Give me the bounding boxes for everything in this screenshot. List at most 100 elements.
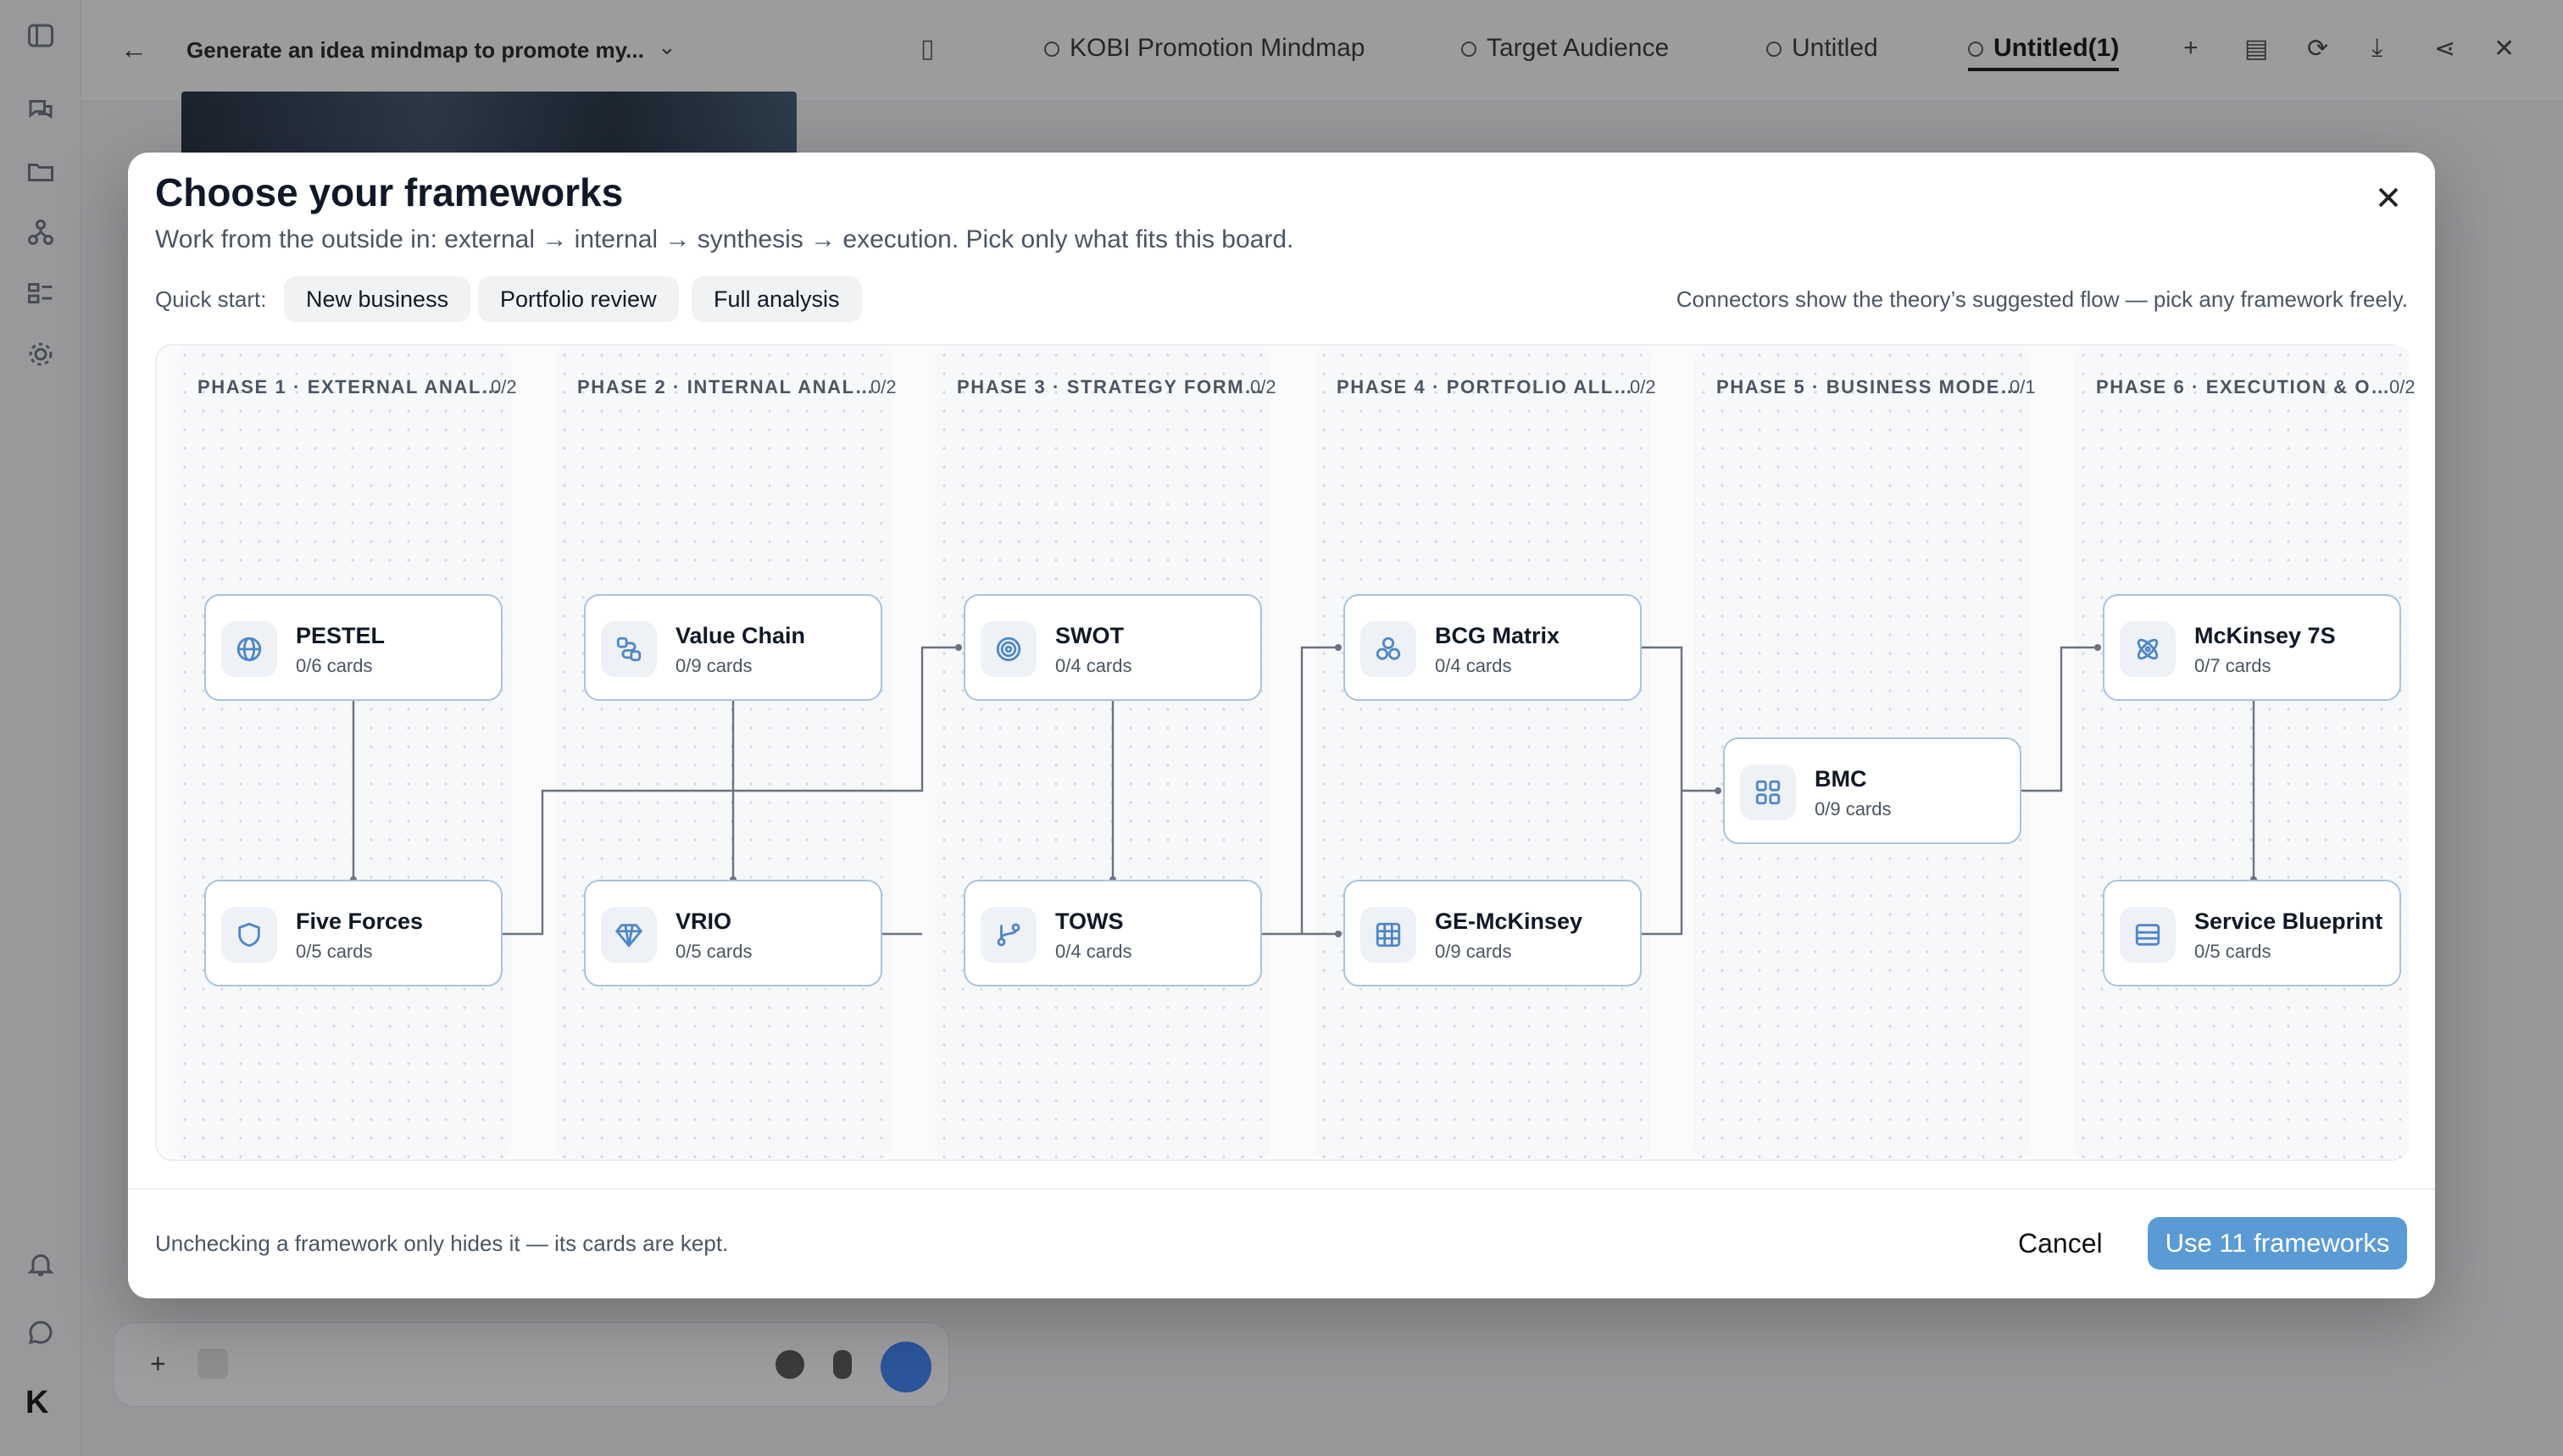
globe-icon[interactable] <box>776 1350 804 1379</box>
phase-header: PHASE 2 · INTERNAL ANAL…0/2 <box>577 376 897 397</box>
card-count: 0/5 cards <box>2194 941 2271 962</box>
framework-card-tows[interactable]: TOWS 0/4 cards <box>964 880 1262 986</box>
framework-name: TOWS <box>1055 909 1124 934</box>
framework-card-service-blueprint[interactable]: Service Blueprint 0/5 cards <box>2103 880 2401 986</box>
framework-name: PESTEL <box>296 623 386 648</box>
framework-name: McKinsey 7S <box>2194 623 2336 648</box>
tab-kobi-promotion[interactable]: KOBI Promotion Mindmap <box>1044 34 1365 63</box>
trash-icon[interactable]: ▤ <box>2244 35 2269 63</box>
framework-name: Service Blueprint <box>2194 909 2383 934</box>
mindmap-icon[interactable] <box>22 214 59 251</box>
back-arrow-icon[interactable]: ← <box>120 34 147 64</box>
connector-hint: Connectors show the theory’s suggested f… <box>1676 286 2408 312</box>
framework-card-bmc[interactable]: BMC 0/9 cards <box>1723 737 2021 844</box>
layout-grid-icon <box>1740 764 1796 820</box>
grid-icon <box>1360 907 1416 963</box>
atom-icon <box>2120 621 2176 677</box>
footer-divider <box>128 1188 2435 1190</box>
share-icon[interactable]: ⋖ <box>2434 35 2456 63</box>
phase-column <box>1315 346 1650 1159</box>
microphone-icon[interactable] <box>833 1350 852 1379</box>
mindmap-icon <box>1044 42 1059 58</box>
framework-card-value-chain[interactable]: Value Chain 0/9 cards <box>584 594 882 701</box>
card-count: 0/5 cards <box>296 941 373 962</box>
tab-target-audience[interactable]: Target Audience <box>1461 34 1669 63</box>
dialog-title: Choose your frameworks <box>155 170 624 214</box>
framework-name: Five Forces <box>296 909 424 934</box>
document-icon[interactable]: ▯ <box>920 35 935 63</box>
quick-start-portfolio-review[interactable]: Portfolio review <box>478 276 679 322</box>
card-count: 0/6 cards <box>296 655 373 676</box>
framework-card-vrio[interactable]: VRIO 0/5 cards <box>584 880 882 986</box>
app-logo: K <box>25 1385 49 1420</box>
settings-icon[interactable] <box>22 336 59 373</box>
phase-header: PHASE 6 · EXECUTION & O…0/2 <box>2096 376 2416 397</box>
chat-input-box[interactable]: + <box>114 1322 949 1407</box>
card-count: 0/9 cards <box>675 655 753 676</box>
gem-icon <box>601 907 657 963</box>
phase-column <box>2074 346 2410 1159</box>
attachment-icon[interactable] <box>197 1348 228 1379</box>
framework-name: BMC <box>1815 766 1867 792</box>
card-count: 0/9 cards <box>1815 798 1892 820</box>
close-icon[interactable] <box>2369 178 2408 217</box>
card-count: 0/4 cards <box>1055 655 1132 676</box>
phase-header: PHASE 4 · PORTFOLIO ALL…0/2 <box>1337 376 1656 397</box>
chat-title[interactable]: Generate an idea mindmap to promote my..… <box>186 37 644 63</box>
card-count: 0/7 cards <box>2194 655 2271 676</box>
framework-name: BCG Matrix <box>1435 623 1560 648</box>
phase-header: PHASE 1 · EXTERNAL ANAL…0/2 <box>197 376 517 397</box>
shield-icon <box>221 907 277 963</box>
left-sidebar: K <box>0 0 81 1456</box>
phase-column <box>555 346 891 1159</box>
route-icon <box>601 621 657 677</box>
add-tab-icon[interactable]: + <box>2183 34 2199 62</box>
table-icon <box>2120 907 2176 963</box>
target-icon <box>981 621 1037 677</box>
circles-icon <box>1360 621 1416 677</box>
chat-icon[interactable] <box>22 92 59 129</box>
phase-column <box>935 346 1270 1159</box>
phase-column <box>175 346 511 1159</box>
folder-icon[interactable] <box>22 153 59 190</box>
framework-card-swot[interactable]: SWOT 0/4 cards <box>964 594 1262 701</box>
download-icon[interactable]: ⤓ <box>2371 34 2383 62</box>
framework-name: VRIO <box>675 909 732 934</box>
framework-card-bcg-matrix[interactable]: BCG Matrix 0/4 cards <box>1343 594 1642 701</box>
footer-note: Unchecking a framework only hides it — i… <box>155 1231 729 1256</box>
framework-name: Value Chain <box>675 623 806 648</box>
framework-name: GE-McKinsey <box>1435 909 1583 934</box>
tab-untitled[interactable]: Untitled <box>1766 34 1878 63</box>
mindmap-icon <box>1766 42 1782 58</box>
globe-icon <box>221 621 277 677</box>
message-icon[interactable] <box>22 1314 59 1351</box>
card-count: 0/5 cards <box>675 941 753 962</box>
tab-untitled-1[interactable]: Untitled(1) <box>1968 34 2120 71</box>
cancel-button[interactable]: Cancel <box>2003 1217 2118 1270</box>
phase-header: PHASE 5 · BUSINESS MODE…0/1 <box>1716 376 2036 397</box>
send-button[interactable] <box>881 1342 931 1392</box>
framework-card-ge-mckinsey[interactable]: GE-McKinsey 0/9 cards <box>1343 880 1642 986</box>
mindmap-icon <box>1461 42 1476 58</box>
card-count: 0/4 cards <box>1435 655 1512 676</box>
bell-icon[interactable] <box>22 1246 59 1283</box>
close-icon[interactable]: ✕ <box>2494 35 2516 63</box>
framework-name: SWOT <box>1055 623 1124 648</box>
quick-start-new-business[interactable]: New business <box>284 276 471 322</box>
plus-icon[interactable]: + <box>150 1348 166 1379</box>
quick-start-full-analysis[interactable]: Full analysis <box>692 276 862 322</box>
background-image-thumbnail <box>181 92 797 161</box>
top-bar: ← Generate an idea mindmap to promote my… <box>81 0 2563 102</box>
dialog-subtitle: Work from the outside in: external → int… <box>155 225 1294 253</box>
framework-card-pestel[interactable]: PESTEL 0/6 cards <box>204 594 503 701</box>
phase-header: PHASE 3 · STRATEGY FORM…0/2 <box>957 376 1276 397</box>
framework-card-five-forces[interactable]: Five Forces 0/5 cards <box>204 880 503 986</box>
flow-connectors <box>350 644 2257 937</box>
use-frameworks-button[interactable]: Use 11 frameworks <box>2148 1217 2407 1270</box>
chevron-down-icon[interactable]: ⌄ <box>658 34 676 59</box>
sidebar-toggle-icon[interactable] <box>22 17 59 54</box>
framework-card-mckinsey-7s[interactable]: McKinsey 7S 0/7 cards <box>2103 594 2401 701</box>
refresh-icon[interactable]: ⟳ <box>2307 35 2329 63</box>
card-count: 0/4 cards <box>1055 941 1132 962</box>
board-icon[interactable] <box>22 275 59 312</box>
